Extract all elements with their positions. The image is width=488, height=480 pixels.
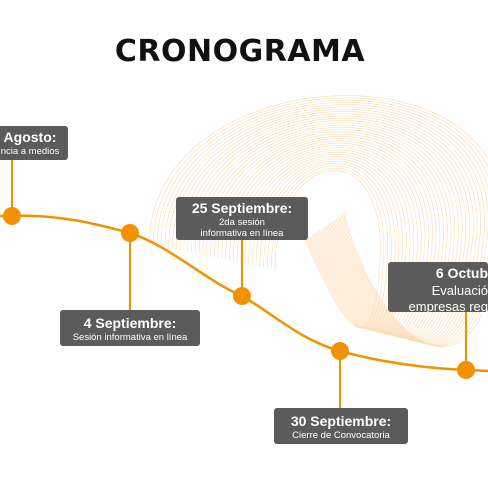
milestone-date: 6 Octub [435, 265, 488, 281]
milestone-date: Agosto: [3, 129, 57, 145]
milestone-date: 25 Septiembre: [191, 200, 293, 216]
milestone-dot-4-septiembre [121, 224, 139, 242]
milestone-date: 4 Septiembre: [83, 315, 177, 331]
milestone-box-agosto: Agosto: ncia a medios [0, 126, 68, 160]
milestone-dot-30-septiembre [331, 342, 349, 360]
milestone-box-4-septiembre: 4 Septiembre: Sesión informativa en líne… [60, 310, 200, 346]
milestone-desc: 2da sesión informativa en línea [200, 216, 284, 239]
milestone-desc: ncia a medios [0, 145, 60, 157]
milestone-dots [3, 207, 475, 379]
connector-lines [11, 160, 467, 408]
page-title: CRONOGRAMA [114, 34, 366, 69]
milestone-desc: Cierre de Convocatoria [292, 429, 390, 441]
milestone-dot-6-octubre [457, 361, 475, 379]
milestone-box-25-septiembre: 25 Septiembre: 2da sesión informativa en… [176, 197, 308, 240]
milestone-date: 30 Septiembre: [290, 413, 392, 429]
milestone-desc: Sesión informativa en línea [72, 331, 188, 343]
milestone-desc: Evaluació empresas reg [408, 282, 488, 314]
milestone-dot-25-septiembre [233, 287, 251, 305]
milestone-dot-agosto [3, 207, 21, 225]
milestone-box-6-octubre: 6 Octub Evaluació empresas reg [388, 262, 488, 314]
milestone-box-30-septiembre: 30 Septiembre: Cierre de Convocatoria [274, 408, 408, 444]
